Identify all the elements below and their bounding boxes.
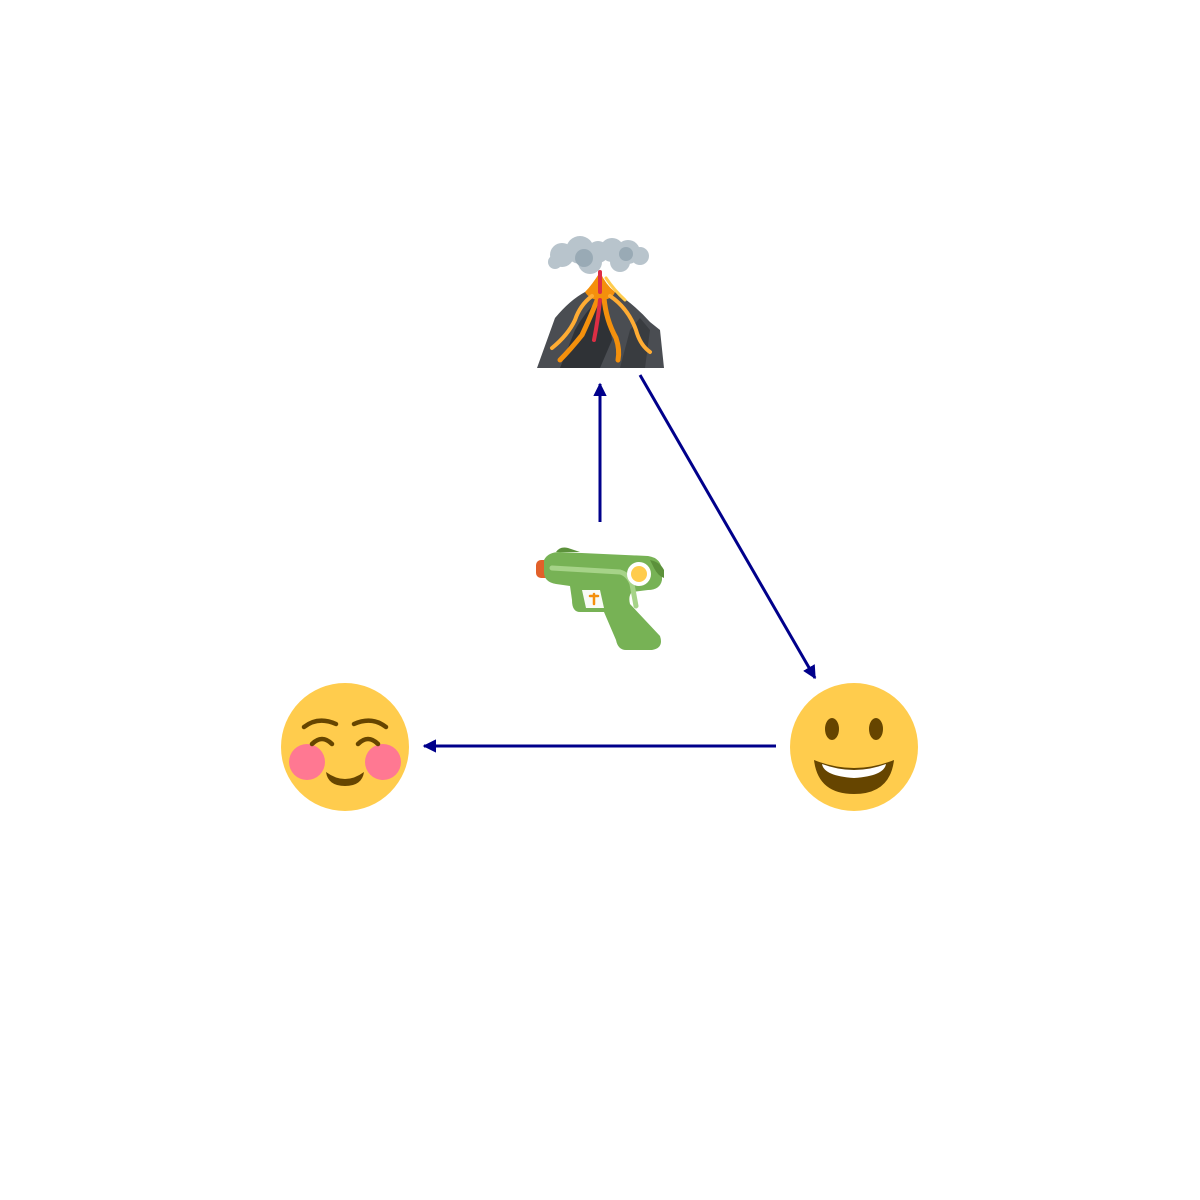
grinning-face-icon [790, 683, 918, 811]
volcano-icon [537, 236, 664, 368]
water-pistol-icon [536, 547, 664, 650]
smiling-face-icon [281, 683, 409, 811]
edge-volcano-to-grinning-face [638, 374, 817, 680]
